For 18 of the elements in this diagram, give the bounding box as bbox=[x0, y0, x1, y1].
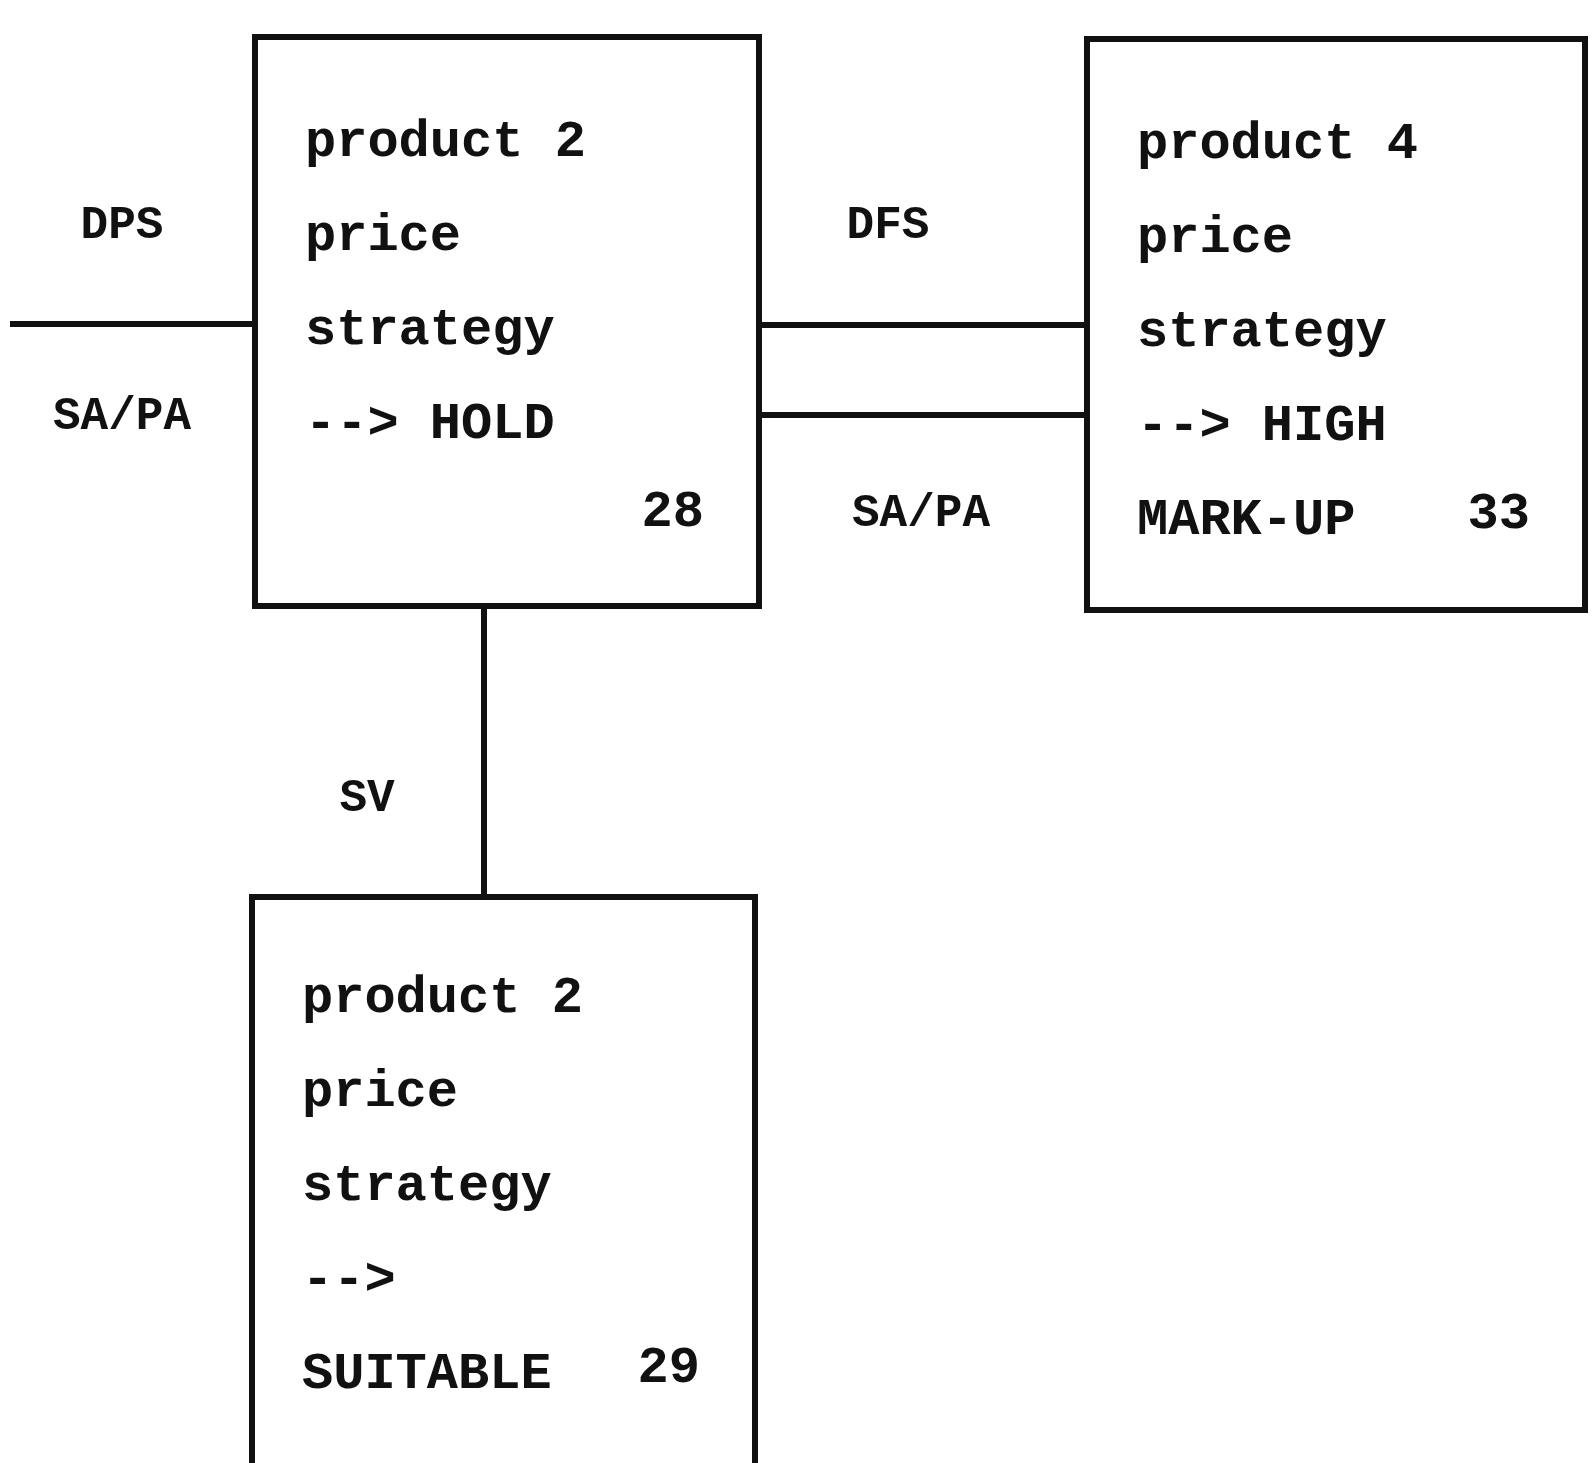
box-number: 28 bbox=[641, 482, 704, 544]
box-number: 33 bbox=[1467, 484, 1530, 546]
connector-line bbox=[762, 412, 1084, 418]
box-text: product 2 price strategy --> SUITABLE bbox=[302, 968, 584, 1406]
connector-line bbox=[762, 322, 1084, 328]
signal-label: DPS bbox=[80, 203, 164, 249]
process-box bbox=[249, 894, 758, 1463]
box-text: product 4 price strategy --> HIGH MARK-UP bbox=[1137, 114, 1419, 552]
box-number: 29 bbox=[637, 1338, 700, 1400]
connector-line bbox=[481, 609, 487, 894]
signal-label: SA/PA bbox=[53, 394, 191, 440]
process-box bbox=[1084, 36, 1588, 613]
edge-label: SA/PA bbox=[852, 491, 990, 537]
process-box bbox=[252, 34, 762, 609]
connector-line bbox=[10, 321, 252, 327]
edge-label: DFS bbox=[846, 203, 930, 249]
box-text: product 2 price strategy --> HOLD bbox=[305, 112, 587, 456]
edge-label: SV bbox=[339, 776, 395, 822]
